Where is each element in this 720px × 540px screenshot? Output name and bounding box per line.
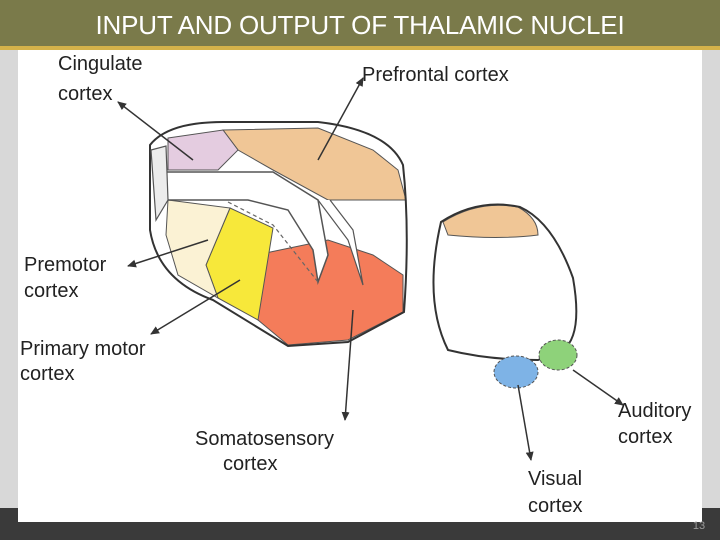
thalamus-main-body xyxy=(149,121,408,348)
arrow-prefrontal xyxy=(317,77,364,161)
arrow-auditory xyxy=(572,369,624,406)
label-premotor-line2: cortex xyxy=(24,280,79,302)
slide-title: INPUT AND OUTPUT OF THALAMIC NUCLEI xyxy=(95,10,625,40)
posterior-upper-region xyxy=(442,204,539,238)
left-margin-panel xyxy=(0,50,18,540)
dashed-border xyxy=(227,201,319,283)
label-cingulate-line2: cortex xyxy=(58,83,113,105)
arrow-somatosensory xyxy=(341,309,354,421)
label-auditory-line2: cortex xyxy=(618,426,673,448)
lamina-branch xyxy=(317,199,364,286)
thalamus-diagram: Cingulate cortex Prefrontal cortex Premo… xyxy=(18,50,702,522)
posterior-body-outline xyxy=(432,203,578,362)
label-premotor-line1: Premotor xyxy=(24,254,107,276)
posterior-thalamus-body xyxy=(432,203,578,389)
label-cingulate-line1: Cingulate xyxy=(58,53,143,75)
cingulate-region xyxy=(167,129,239,171)
auditory-region xyxy=(538,339,578,371)
page-number: 13 xyxy=(692,520,706,532)
label-prefrontal: Prefrontal cortex xyxy=(362,64,509,86)
arrow-premotor xyxy=(127,239,209,268)
thalamus-outline xyxy=(149,121,408,348)
arrow-primary-motor xyxy=(150,279,241,335)
thalamus-drawing xyxy=(117,77,624,461)
lamina-left-wall xyxy=(150,145,169,222)
label-visual-line1: Visual xyxy=(528,468,583,490)
visual-region xyxy=(493,355,539,389)
title-bar xyxy=(0,0,720,46)
projection-arrows xyxy=(117,77,624,461)
arrow-cingulate xyxy=(117,101,194,161)
label-somatosensory-line2: cortex xyxy=(223,453,278,475)
arrow-visual xyxy=(517,384,534,461)
label-auditory-line1: Auditory xyxy=(618,400,692,422)
label-somatosensory-line1: Somatosensory xyxy=(195,428,334,450)
label-primary-motor-line2: cortex xyxy=(20,363,75,385)
title-underline xyxy=(0,46,720,50)
right-margin-panel xyxy=(702,50,720,540)
label-visual-line2: cortex xyxy=(528,495,583,517)
premotor-region xyxy=(165,199,231,300)
label-primary-motor-line1: Primary motor xyxy=(20,338,146,360)
internal-medullary-lamina xyxy=(162,171,329,285)
